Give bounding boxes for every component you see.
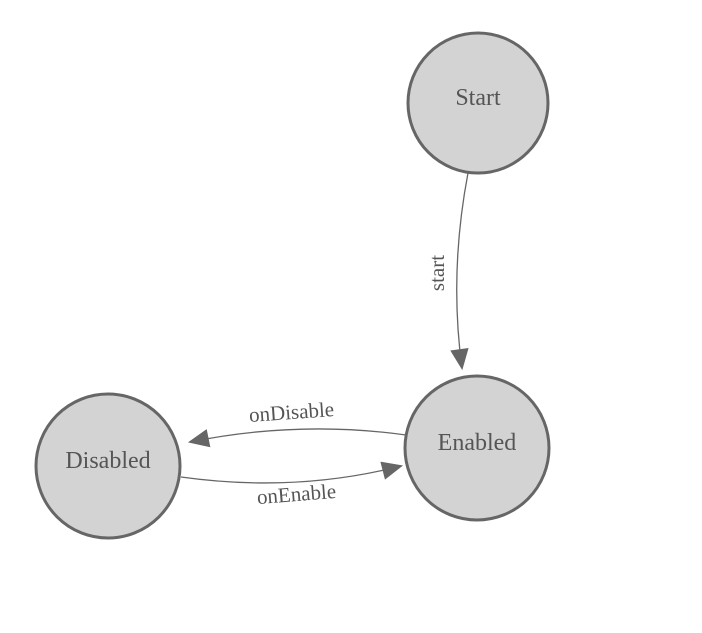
state-label-enabled: Enabled bbox=[438, 430, 517, 456]
edge-line-start[interactable] bbox=[450, 172, 469, 371]
state-circle-disabled[interactable] bbox=[34, 392, 182, 540]
state-circle-enabled[interactable] bbox=[403, 374, 551, 522]
state-label-start: Start bbox=[455, 85, 501, 111]
state-node-start[interactable]: Start bbox=[406, 31, 550, 175]
edge-label-on-disable: onDisable bbox=[248, 397, 335, 427]
edge-start-transition[interactable]: start bbox=[425, 172, 469, 371]
state-label-disabled: Disabled bbox=[65, 448, 150, 474]
edge-line-on-enable[interactable] bbox=[180, 461, 404, 484]
state-node-enabled[interactable]: Enabled bbox=[403, 374, 551, 522]
edge-label-start: start bbox=[425, 255, 449, 291]
state-circle-start[interactable] bbox=[406, 31, 550, 175]
edge-line-on-disable[interactable] bbox=[187, 428, 407, 448]
edge-on-enable[interactable]: onEnable bbox=[180, 461, 404, 509]
edge-on-disable[interactable]: onDisable bbox=[187, 397, 407, 448]
state-node-disabled[interactable]: Disabled bbox=[34, 392, 182, 540]
edge-label-on-enable: onEnable bbox=[256, 479, 337, 509]
